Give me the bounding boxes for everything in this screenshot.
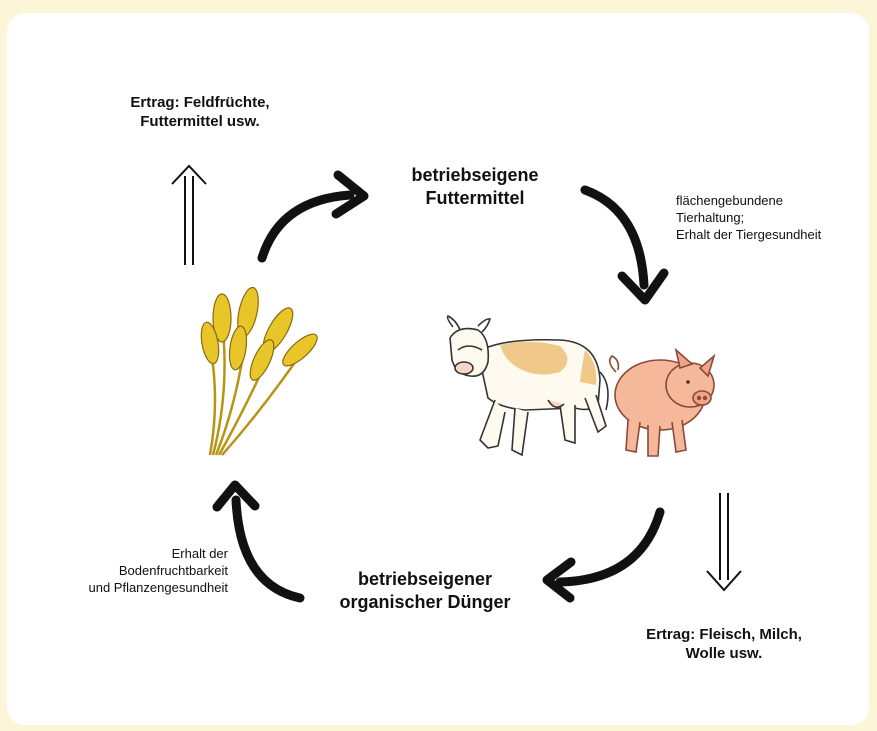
own-manure-label: betriebseigener organischer Dünger [305, 568, 545, 613]
cycle-arrow-to-feed [262, 175, 364, 258]
double-arrow-down-icon [707, 493, 741, 590]
animal-husbandry-label: flächengebundene Tierhaltung; Erhalt der… [676, 193, 876, 244]
cycle-arrow-to-manure [547, 512, 660, 598]
wheat-icon [198, 286, 321, 455]
cow-icon [448, 316, 608, 455]
soil-fertility-label: Erhalt der Bodenfruchtbarkeit und Pflanz… [20, 546, 228, 597]
yield-crops-label: Ertrag: Feldfrüchte, Futtermittel usw. [70, 94, 330, 132]
cycle-arrow-to-animals [585, 190, 664, 300]
yield-animal-products-label: Ertrag: Fleisch, Milch, Wolle usw. [605, 626, 843, 664]
own-feed-label: betriebseigene Futtermittel [380, 164, 570, 209]
pig-icon [610, 350, 714, 456]
cycle-arrow-to-wheat [217, 485, 300, 598]
double-arrow-up-icon [172, 166, 206, 265]
